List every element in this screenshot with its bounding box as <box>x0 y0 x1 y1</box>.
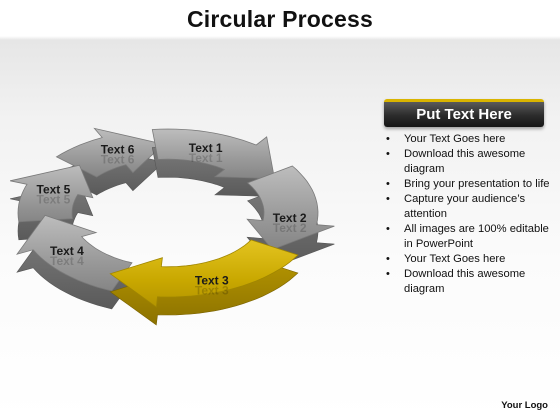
segment-arrow-top <box>10 164 94 223</box>
segment-label: Text 2 <box>273 211 307 225</box>
segment-arrow-top <box>151 128 275 180</box>
segment-label-reflection: Text 6 <box>101 153 135 167</box>
bullet-item: Download this awesome diagram <box>380 147 550 177</box>
bullet-item: Bring your presentation to life <box>380 177 550 192</box>
bullet-item: Capture your audience’s attention <box>380 192 550 222</box>
segment-label: Text 4 <box>50 244 84 258</box>
segment-arrow-top <box>16 214 133 292</box>
segment-label-reflection: Text 4 <box>50 254 84 268</box>
segment-label-reflection: Text 3 <box>195 283 229 297</box>
segment-arrow-top <box>55 127 165 178</box>
segment-arrow-top <box>109 239 299 308</box>
segment-label: Text 6 <box>101 143 135 157</box>
slide-title: Circular Process <box>186 6 374 32</box>
segment-label-reflection: Text 5 <box>37 193 71 207</box>
segment-label-reflection: Text 2 <box>273 221 307 235</box>
bullet-item: Download this awesome diagram <box>380 267 550 297</box>
footer-logo: Your Logo <box>501 400 548 411</box>
segment-label: Text 3 <box>195 273 229 287</box>
segment-label: Text 1 <box>189 141 223 155</box>
segment-label-reflection: Text 1 <box>189 151 223 165</box>
bullet-list: Your Text Goes here Download this awesom… <box>380 132 550 297</box>
bullet-item: All images are 100% editable in PowerPoi… <box>380 222 550 252</box>
segment-arrow-top <box>246 165 335 250</box>
bullet-item: Your Text Goes here <box>380 132 550 147</box>
bullet-item: Your Text Goes here <box>380 252 550 267</box>
segment-label: Text 5 <box>37 183 71 197</box>
panel-header: Put Text Here <box>384 99 544 127</box>
